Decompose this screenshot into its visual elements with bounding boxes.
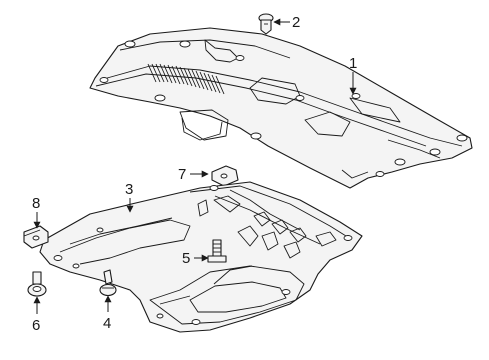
lower-skid-plate — [39, 181, 363, 333]
callout-6: 6 — [32, 317, 40, 334]
fastener-6 — [27, 271, 47, 297]
callout-4: 4 — [103, 315, 111, 332]
callout-3: 3 — [125, 181, 133, 198]
callout-1: 1 — [349, 55, 357, 72]
push-pin-retainer — [258, 13, 274, 35]
callout-2: 2 — [292, 14, 300, 31]
callout-8: 8 — [32, 195, 40, 212]
callout-7: 7 — [178, 166, 186, 183]
upper-shield-panel — [89, 27, 473, 189]
push-clip-4 — [99, 269, 117, 297]
vent-slots — [147, 63, 225, 95]
leader-lines — [33, 18, 357, 314]
bracket-7 — [211, 165, 239, 187]
callout-5: 5 — [182, 250, 190, 267]
